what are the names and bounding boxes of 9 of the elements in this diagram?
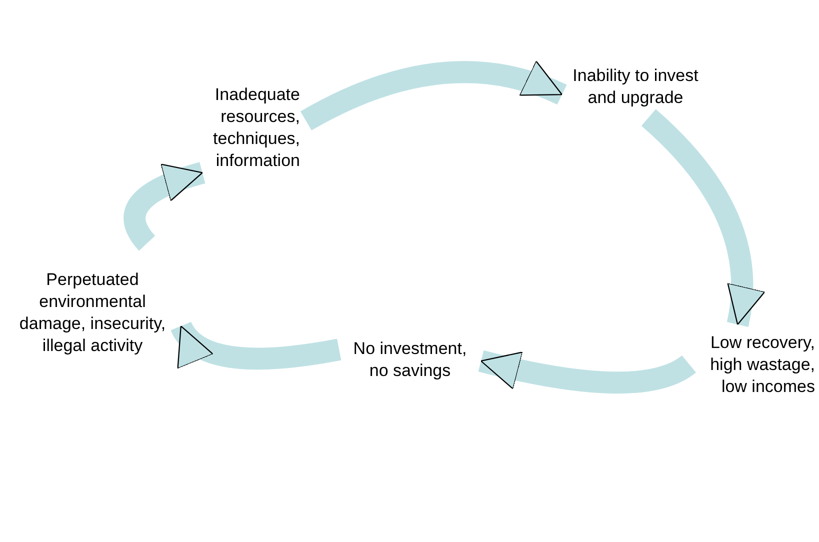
block-arrow (641, 109, 764, 326)
cycle-step-text: Perpetuated environmental damage, insecurity, illegal activity (18, 269, 167, 357)
block-arrow (300, 61, 566, 131)
block-arrow (171, 320, 341, 370)
cycle-step-text: Low recovery, high wastage, low incomes (709, 332, 815, 398)
cycle-step-text: Inability to invest and upgrade (572, 65, 700, 109)
block-arrow (124, 162, 206, 250)
cycle-step-text: Inadequate resources, techniques, information (212, 84, 300, 172)
cycle-step-text: No investment, no savings (352, 338, 468, 382)
